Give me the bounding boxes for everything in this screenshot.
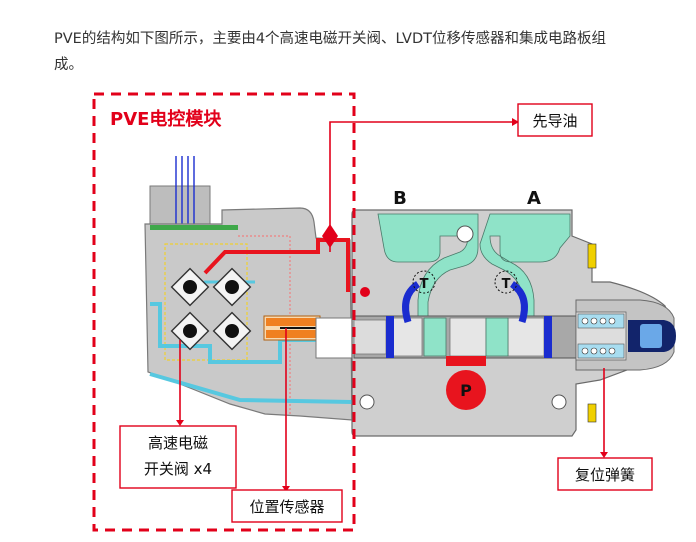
callout-sensor: 位置传感器 (231, 328, 343, 523)
main-valve-body (351, 209, 676, 437)
callout-spring-text: 复位弹簧 (575, 466, 635, 484)
circuit-board (150, 225, 238, 230)
port-b-label: B (393, 188, 407, 209)
callout-solenoid-line2: 开关阀 x4 (144, 460, 212, 478)
solenoid-valves (170, 267, 252, 351)
callout-spring: 复位弹簧 (557, 368, 653, 491)
intro-paragraph: PVE的结构如下图所示，主要由4个高速电磁开关阀、LVDT位移传感器和集成电路板… (54, 26, 696, 78)
callout-sensor-text: 位置传感器 (249, 498, 324, 516)
solenoid-valve-2 (212, 267, 252, 307)
intro-line-1: PVE的结构如下图所示，主要由4个高速电磁开关阀、LVDT位移传感器和集成电路板… (54, 31, 606, 47)
module-title: PVE电控模块 (110, 108, 222, 130)
callout-solenoid-line1: 高速电磁 (148, 434, 208, 452)
module-boundary (92, 92, 356, 532)
callout-solenoid: 高速电磁 开关阀 x4 (119, 340, 237, 489)
callout-pilot-oil: 先导油 (322, 103, 593, 297)
port-t-right-label: T (502, 277, 511, 292)
lvdt-sensor (263, 315, 358, 359)
port-a-label: A (527, 188, 541, 209)
port-p-label: P (460, 381, 472, 400)
callout-pilot-oil-text: 先导油 (532, 112, 577, 130)
solenoid-valve-1 (170, 267, 210, 307)
solenoid-valve-4 (212, 311, 252, 351)
solenoid-valve-3 (170, 311, 210, 351)
intro-line-2: 成。 (54, 57, 83, 73)
port-t-left-label: T (420, 277, 429, 292)
